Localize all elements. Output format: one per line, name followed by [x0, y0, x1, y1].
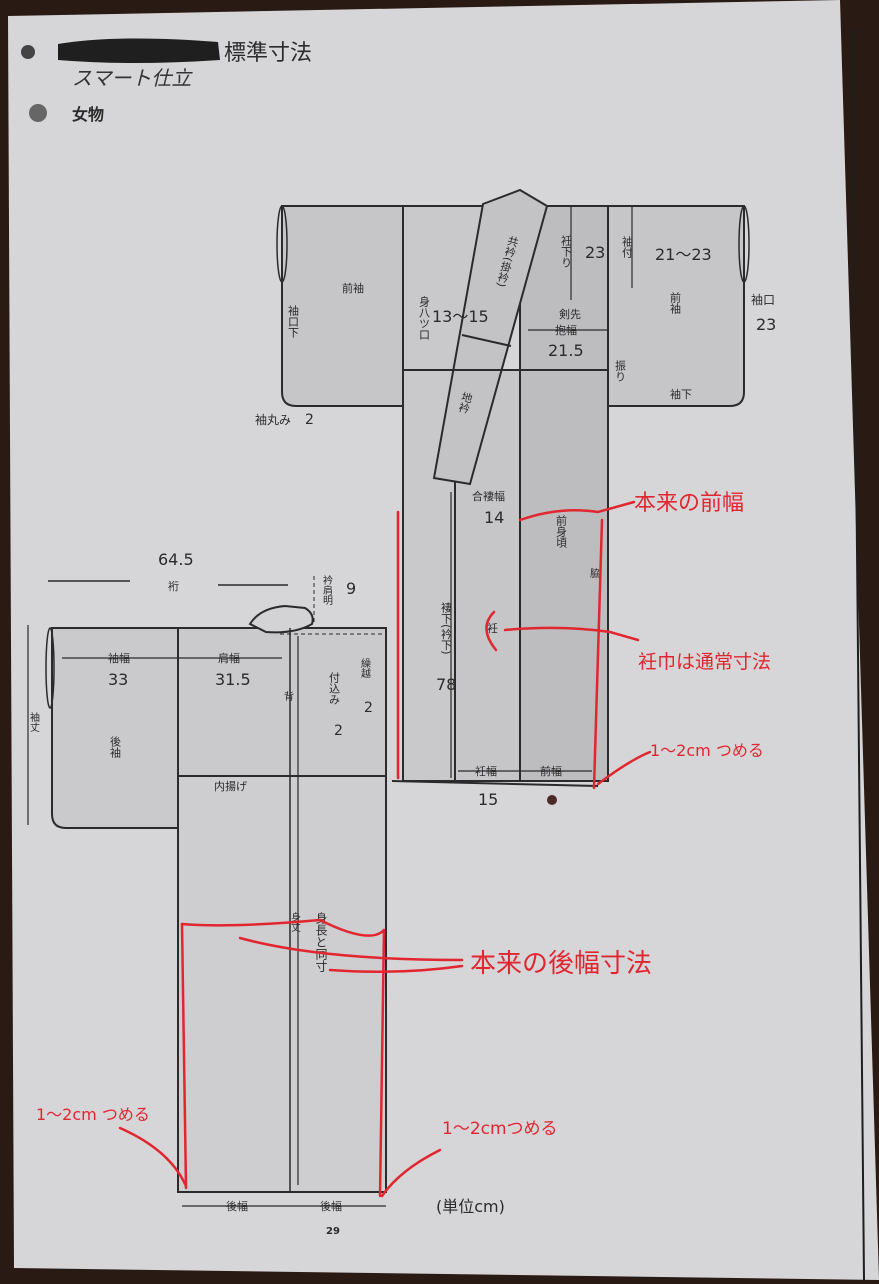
okumi-standard-note: 衽巾は通常寸法 [638, 651, 771, 673]
red-pen-marks [118, 500, 652, 1198]
chest-width-label: 抱幅 [555, 323, 577, 337]
body-height-note: 身長と同寸 [314, 911, 328, 972]
front-body-label: 前身頃 [555, 514, 568, 549]
kurikoshi-value: 2 [364, 700, 373, 716]
cuff-label: 袖口 [751, 292, 775, 307]
body-opening-value: 13〜15 [432, 307, 489, 326]
okumi-drop-label: 衽下り [560, 235, 573, 268]
back-width-left-label: 後幅 [226, 1199, 248, 1213]
sleeve-roundness-label: 袖丸み [255, 412, 291, 427]
section-label: 女物 [72, 105, 104, 124]
section-marker-icon [29, 104, 47, 122]
sleeve-attach-value: 21〜23 [655, 245, 712, 264]
page-title: 標準寸法 [224, 41, 312, 66]
hem-to-collar-value: 78 [436, 675, 456, 694]
collar-opening-value: 9 [346, 579, 356, 598]
okumi-drop-value: 23 [585, 243, 605, 262]
sleeve-attach-label: 袖付 [621, 235, 634, 259]
sleeve-roundness-value: 2 [305, 412, 314, 428]
inner-tuck-label: 内揚げ [214, 779, 247, 793]
shoulder-width-label: 肩幅 [218, 651, 240, 665]
okumi-width-value: 15 [478, 790, 498, 809]
lower-collar-label: 地衿 [456, 390, 475, 416]
page-number: 29 [326, 1226, 340, 1237]
front-view [281, 188, 745, 787]
cuff-opening-right [738, 205, 750, 283]
hem-to-collar-label: 褄下(衿下) [440, 601, 453, 655]
sleeve-width-label: 袖幅 [108, 651, 130, 665]
collar-opening-label: 衿肩明 [321, 574, 333, 606]
svg-text:前袖: 前袖 [342, 281, 364, 295]
ink-spot [547, 795, 557, 805]
back-sleeve [51, 627, 179, 829]
yuki-label: 裄 [168, 580, 179, 593]
shoulder-width-value: 31.5 [215, 670, 251, 689]
front-sleeve-right-label: 前袖 [669, 291, 682, 315]
trim-front-note: 1〜2cm つめる [650, 741, 764, 760]
body-opening-label: 身八ツ口 [418, 295, 431, 340]
front-sleeve-left [281, 205, 411, 407]
sleeve-width-value: 33 [108, 670, 128, 689]
back-seam-label: 背 [284, 690, 294, 703]
front-width-label: 前幅 [540, 764, 562, 778]
attach-in-label: 付込み [328, 672, 341, 705]
back-view [51, 604, 387, 1193]
unit-label: (単位cm) [436, 1197, 505, 1216]
trim-back-right-note: 1〜2cmつめる [442, 1119, 558, 1139]
kurikoshi-label: 繰越 [359, 657, 371, 678]
back-collar-curve [248, 604, 314, 634]
cuff-value: 23 [756, 315, 776, 334]
side-seam-label: 脇 [588, 568, 600, 579]
back-sleeve-label: 後袖 [109, 735, 122, 759]
bullet-icon [21, 45, 35, 59]
yuki-value: 64.5 [158, 550, 194, 569]
overlap-width-value: 14 [484, 508, 504, 527]
attach-in-value: 2 [334, 723, 343, 739]
back-body [177, 775, 387, 1193]
back-shoulder-area [177, 627, 387, 777]
back-cuff-opening [45, 627, 55, 709]
original-front-width-note: 本来の前幅 [634, 491, 744, 516]
redaction-mark [58, 38, 220, 63]
sleeve-bottom-label: 袖下 [670, 387, 692, 401]
front-body-right [519, 205, 609, 782]
furi-label: 振り [614, 359, 627, 382]
front-sleeve-left-label: 前袖 [342, 281, 364, 295]
sleeve-length-label: 袖丈 [28, 711, 40, 733]
okumi-width-label: 衽幅 [475, 765, 497, 778]
front-sleeve-right [607, 205, 745, 407]
cuff-lower-label: 袖口下 [287, 304, 300, 339]
original-back-width-note: 本来の後幅寸法 [470, 949, 652, 979]
cuff-opening-left [276, 205, 288, 283]
overlap-width-label: 合褄幅 [472, 489, 505, 503]
collar-tip-label: 剣先 [559, 308, 581, 321]
back-width-right-label: 後幅 [320, 1199, 342, 1213]
page-border-line [851, 27, 865, 1281]
chest-width-value: 21.5 [548, 341, 584, 360]
handwritten-subtitle: スマート仕立 [72, 66, 193, 90]
okumi-label: 衽 [487, 622, 498, 635]
trim-back-left-note: 1〜2cm つめる [36, 1105, 150, 1124]
